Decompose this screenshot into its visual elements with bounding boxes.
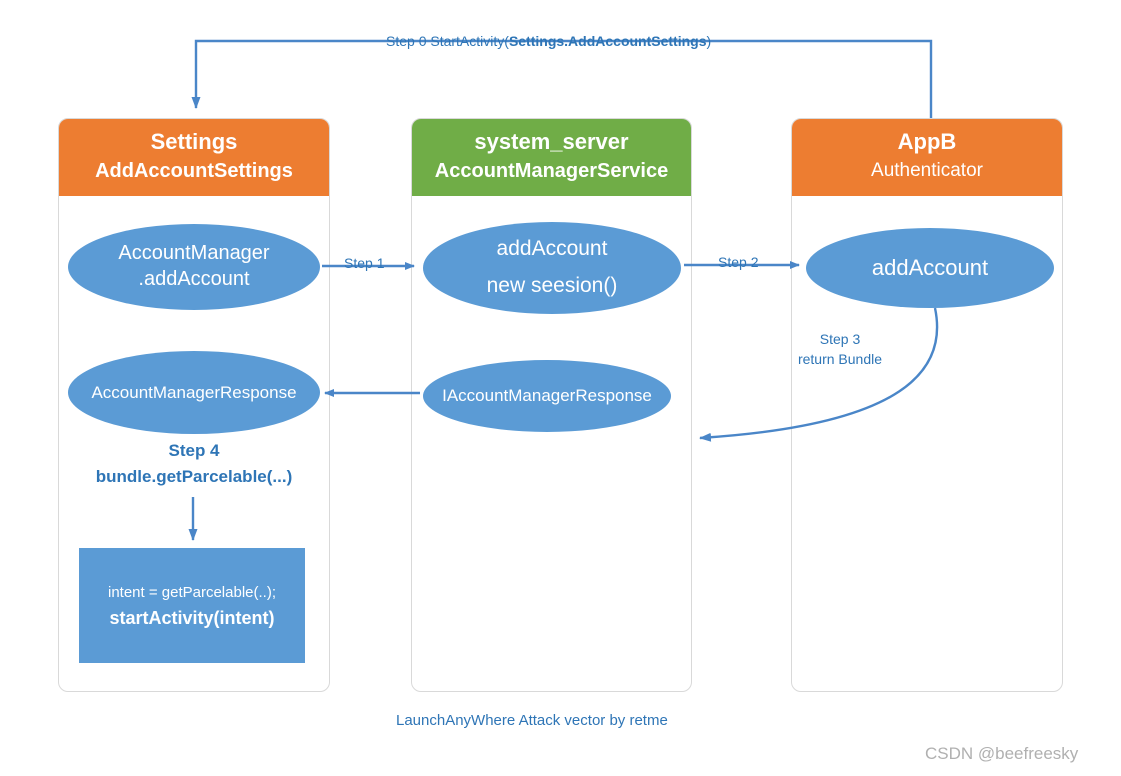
node-account-manager-response-label: AccountManagerResponse [91,382,297,402]
node-account-manager-response: AccountManagerResponse [68,351,320,434]
label-step0-suffix: ) [706,33,712,49]
label-step2: Step 2 [718,254,758,270]
column-system-server-header: system_server AccountManagerService [412,119,691,196]
node-start-activity-box: intent = getParcelable(..); startActivit… [79,548,305,663]
label-step3: Step 3 return Bundle [785,331,895,367]
node-appb-add-account-label: addAccount [871,254,989,280]
label-step0-prefix: Step 0 StartActivity( [386,33,509,49]
node-start-activity-line1: intent = getParcelable(..); [107,583,276,601]
node-account-manager-add-account: AccountManager .addAccount [68,224,320,310]
column-settings-title: Settings [150,129,238,154]
column-appb: AppB Authenticator [791,118,1063,692]
column-system-server-title: system_server [474,129,629,154]
label-step0: Step 0 StartActivity(Settings.AddAccount… [386,33,711,49]
node-start-activity-line2: startActivity(intent) [109,607,275,628]
node-iaccount-manager-response: IAccountManagerResponse [423,360,671,432]
diagram-caption: LaunchAnyWhere Attack vector by retme [396,712,668,729]
node-iaccount-manager-response-label: IAccountManagerResponse [442,386,652,406]
node-account-manager-add-account-line1: AccountManager [118,242,270,265]
column-settings-header: Settings AddAccountSettings [59,119,329,196]
node-add-account-line1: addAccount [496,237,608,261]
label-step4: Step 4 bundle.getParcelable(...) [63,441,325,487]
column-appb-header: AppB Authenticator [792,119,1062,196]
label-step0-bold: Settings.AddAccountSettings [508,33,707,49]
node-appb-add-account: addAccount [806,228,1054,308]
label-step3-line2: return Bundle [797,351,883,367]
column-settings-subtitle: AddAccountSettings [95,160,293,182]
column-appb-title: AppB [897,129,957,154]
node-add-account-new-session: addAccount new seesion() [423,222,681,314]
node-add-account-line2: new seesion() [486,274,618,297]
label-step3-line1: Step 3 [819,331,861,347]
column-system-server-subtitle: AccountManagerService [434,160,669,182]
label-step1-text: Step 1 [344,255,385,271]
label-step1: Step 1 [344,255,384,271]
label-step2-text: Step 2 [718,254,759,270]
label-step4-line2: bundle.getParcelable(...) [95,467,293,486]
node-account-manager-add-account-line2: .addAccount [138,268,250,290]
column-appb-subtitle: Authenticator [871,160,983,181]
label-step4-line1: Step 4 [168,441,220,460]
watermark: CSDN @beefreesky [925,744,1079,763]
